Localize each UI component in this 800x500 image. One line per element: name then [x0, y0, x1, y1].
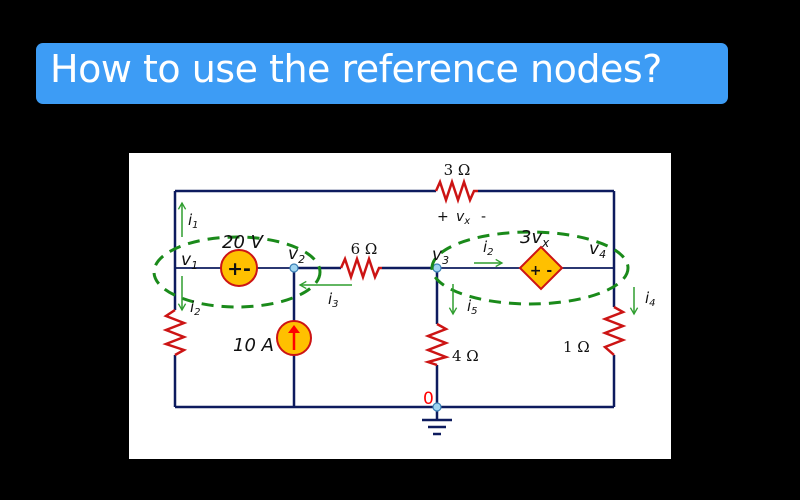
title-banner: How to use the reference nodes? — [36, 43, 728, 104]
label-dep-source: 3vx — [520, 227, 550, 250]
current-source-10a — [276, 320, 312, 356]
label-reference-node: 0 — [423, 389, 434, 409]
label-i4: i4 — [645, 289, 656, 309]
label-i2-left: i2 — [190, 298, 201, 318]
label-i1: i1 — [188, 211, 199, 231]
ground-icon — [422, 418, 452, 436]
label-node-v4: v4 — [589, 239, 606, 261]
voltage-source-20v: +- — [220, 249, 258, 287]
label-i5: i5 — [467, 297, 478, 317]
label-vx-minus: - — [481, 209, 486, 225]
resistor-3ohm-icon — [434, 178, 478, 204]
node-v2-dot — [289, 263, 299, 273]
label-i3: i3 — [328, 290, 339, 310]
label-3ohm: 3 Ω — [444, 161, 471, 179]
supernode-right — [430, 230, 630, 306]
vsource-polarity: +- — [227, 258, 251, 280]
wires — [173, 189, 616, 420]
label-node-v3: v3 — [432, 245, 449, 267]
dependent-voltage-source: + - — [518, 245, 564, 291]
supernode-left — [152, 235, 322, 309]
label-vx: vx — [456, 209, 470, 227]
voltage-source-icon — [220, 249, 258, 287]
node-reference-dot — [432, 402, 442, 412]
label-6ohm: 6 Ω — [351, 240, 378, 258]
resistor-1ohm-icon — [601, 305, 627, 356]
label-10a: 10 A — [233, 335, 274, 356]
resistor-left-icon — [162, 308, 188, 357]
arrow-up-icon — [288, 325, 300, 333]
label-node-v2: v2 — [288, 244, 305, 266]
node-v3-dot — [432, 263, 442, 273]
dep-polarity: + - — [530, 263, 553, 279]
title-text: How to use the reference nodes? — [50, 47, 662, 91]
label-i2-right: i2 — [483, 238, 494, 258]
label-1ohm: 1 Ω — [563, 338, 590, 356]
label-4ohm: 4 Ω — [452, 347, 479, 365]
dependent-source-icon — [518, 245, 564, 291]
label-vx-plus: + — [437, 209, 449, 225]
label-20v: 20 V — [222, 232, 265, 253]
resistor-4ohm-icon — [423, 322, 450, 367]
label-node-v1: v1 — [181, 250, 198, 272]
resistor-6ohm-icon — [339, 255, 382, 281]
